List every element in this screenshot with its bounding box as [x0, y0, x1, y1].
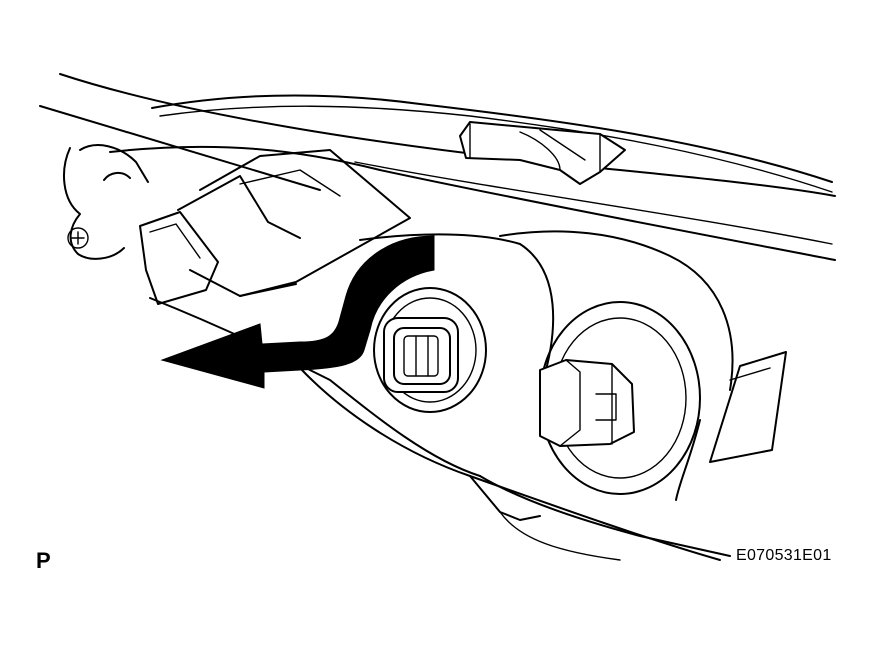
left-bulb-socket	[373, 287, 487, 413]
left-mounting-bracket	[63, 144, 411, 305]
reference-code: E070531E01	[736, 547, 832, 564]
right-bulb-socket	[539, 301, 701, 495]
lamp-body-outline	[149, 230, 734, 561]
removal-direction-arrow	[160, 235, 435, 389]
top-clip-tab	[459, 121, 626, 185]
side-marker-housing	[709, 351, 787, 463]
arrow-shape	[160, 235, 435, 389]
corner-mark: P	[36, 548, 51, 573]
